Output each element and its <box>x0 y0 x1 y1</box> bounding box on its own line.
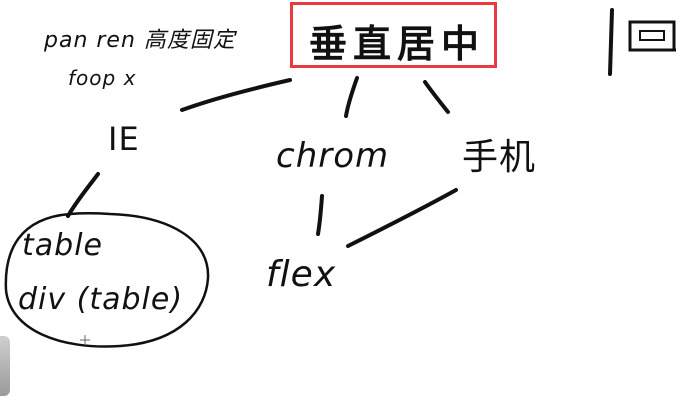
stroke-chrome-down <box>316 194 324 236</box>
stroke-ie-down <box>66 172 100 218</box>
node-mobile: 手机 <box>462 137 537 178</box>
oval-outline <box>4 212 210 348</box>
node-div-table: div (table) <box>18 282 184 317</box>
node-ie: IE <box>108 120 140 158</box>
node-chrome: chrom <box>276 136 390 176</box>
node-table: table <box>22 228 103 263</box>
node-flex: flex <box>266 254 337 295</box>
title-text: 垂直居中 <box>309 22 486 66</box>
stroke-mobile-down <box>346 188 458 248</box>
stroke-mobile-branch <box>423 80 450 114</box>
edge-scroll-handle[interactable] <box>0 336 10 396</box>
window-icon <box>628 20 676 52</box>
note-top-left-line2: foop x <box>68 66 137 90</box>
note-top-left-line1: pan ren 高度固定 <box>44 28 236 53</box>
stroke-chrome-branch <box>344 76 359 118</box>
stroke-ie-branch <box>180 78 292 112</box>
stroke-right-divider <box>608 8 614 76</box>
title-highlight-box: 垂直居中 <box>290 2 497 68</box>
cursor-mark <box>80 335 90 345</box>
